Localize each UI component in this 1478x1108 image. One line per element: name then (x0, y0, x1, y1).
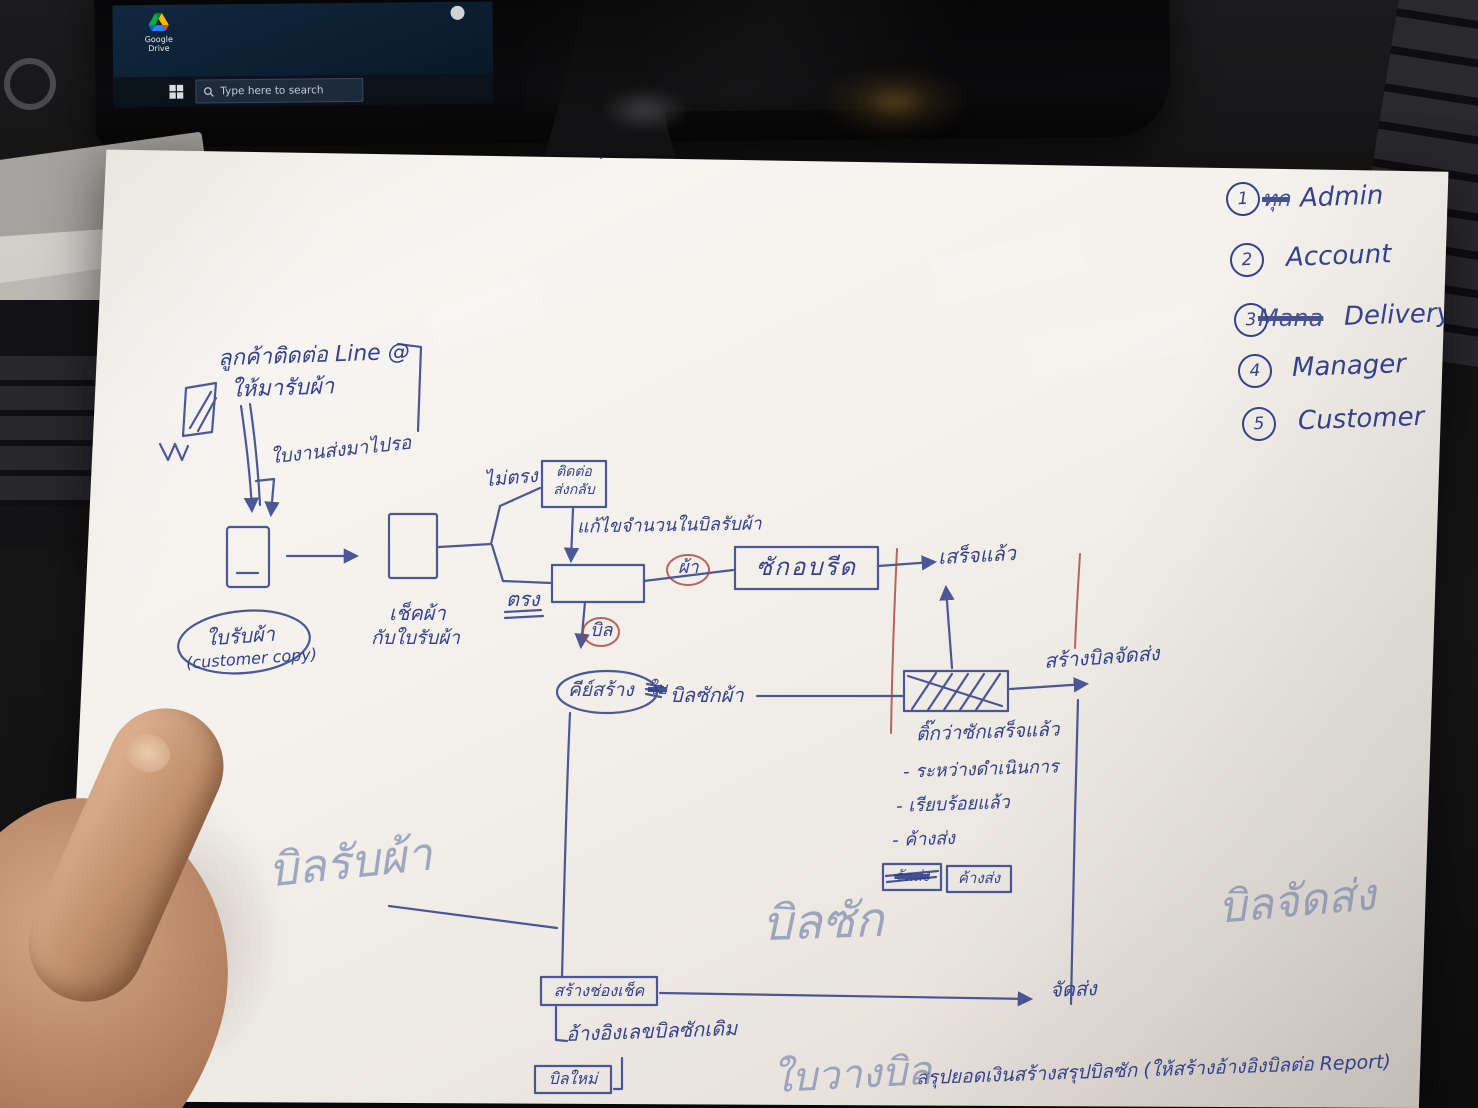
legend-label-delivery: Delivery (1343, 298, 1453, 332)
label-contact-box-line1: ติดต่อ (556, 464, 592, 480)
desk-object-silver (600, 88, 690, 132)
label-chip-1: จัดส่ง (894, 867, 930, 885)
taskbar: Type here to search (113, 73, 494, 108)
desk-object-gold (820, 66, 970, 138)
red-strokes (582, 548, 1081, 734)
watermark-delivery-bill: บิลจัดส่ง (1216, 869, 1378, 934)
legend-label-customer: Customer (1297, 401, 1425, 437)
taskbar-search: Type here to search (195, 77, 364, 104)
keyring (4, 58, 56, 110)
flow-strokes (158, 149, 1090, 1095)
legend-label-manager: Manager (1291, 349, 1407, 383)
search-icon (203, 86, 214, 97)
monitor: Google Drive Type here to search (94, 0, 1171, 148)
label-chip-2: ค้างส่ง (957, 869, 1001, 887)
label-key-create: คีย์สร้าง (568, 679, 634, 701)
label-check-line2: กับใบรับผ้า (371, 627, 460, 649)
label-new-bill: บิลใหม่ (548, 1069, 598, 1088)
label-match: ตรง (506, 587, 540, 611)
legend-crossed-3: Mana (1258, 304, 1324, 332)
desktop-shortcut: Google Drive (135, 13, 183, 54)
laptop-keys (0, 356, 108, 506)
watermark-invoice: ใบวางบิล (770, 1047, 933, 1103)
label-wash-bill: บิลซักผ้า (670, 683, 744, 707)
google-drive-icon (148, 13, 169, 31)
legend-label-admin: Admin (1299, 180, 1384, 214)
legend-crossed-1: ทุก (1262, 187, 1290, 212)
label-fix-amount: แก้ไขจำนวนในบิลรับผ้า (576, 513, 762, 538)
label-status-2: - เรียบร้อยแล้ว (895, 792, 1011, 817)
label-crossed-word: ใบ (648, 679, 668, 699)
label-contact-box-line2: ส่งกลับ (553, 482, 595, 498)
label-cloth: ผ้า (678, 557, 699, 578)
label-bill: บิล (590, 620, 613, 641)
label-contact-line2: ให้มารับผ้า (230, 374, 335, 403)
label-done: เสร็จแล้ว (937, 540, 1017, 570)
label-deliver: จัดส่ง (1049, 976, 1098, 1002)
label-check-channel: สร้างช่องเช็ค (553, 981, 645, 1000)
label-check-line1: เช็คผ้า (389, 601, 446, 625)
watermark-wash-bill: บิลซัก (761, 891, 885, 953)
legend-label-account: Account (1285, 239, 1392, 273)
monitor-screen: Google Drive Type here to search (112, 1, 494, 108)
label-receipt-line1: ใบรับผ้า (205, 621, 276, 651)
label-wash-service: ซักอบรีด (756, 553, 857, 581)
windows-start-icon (169, 84, 184, 99)
label-status-3: - ค้างส่ง (891, 827, 956, 852)
